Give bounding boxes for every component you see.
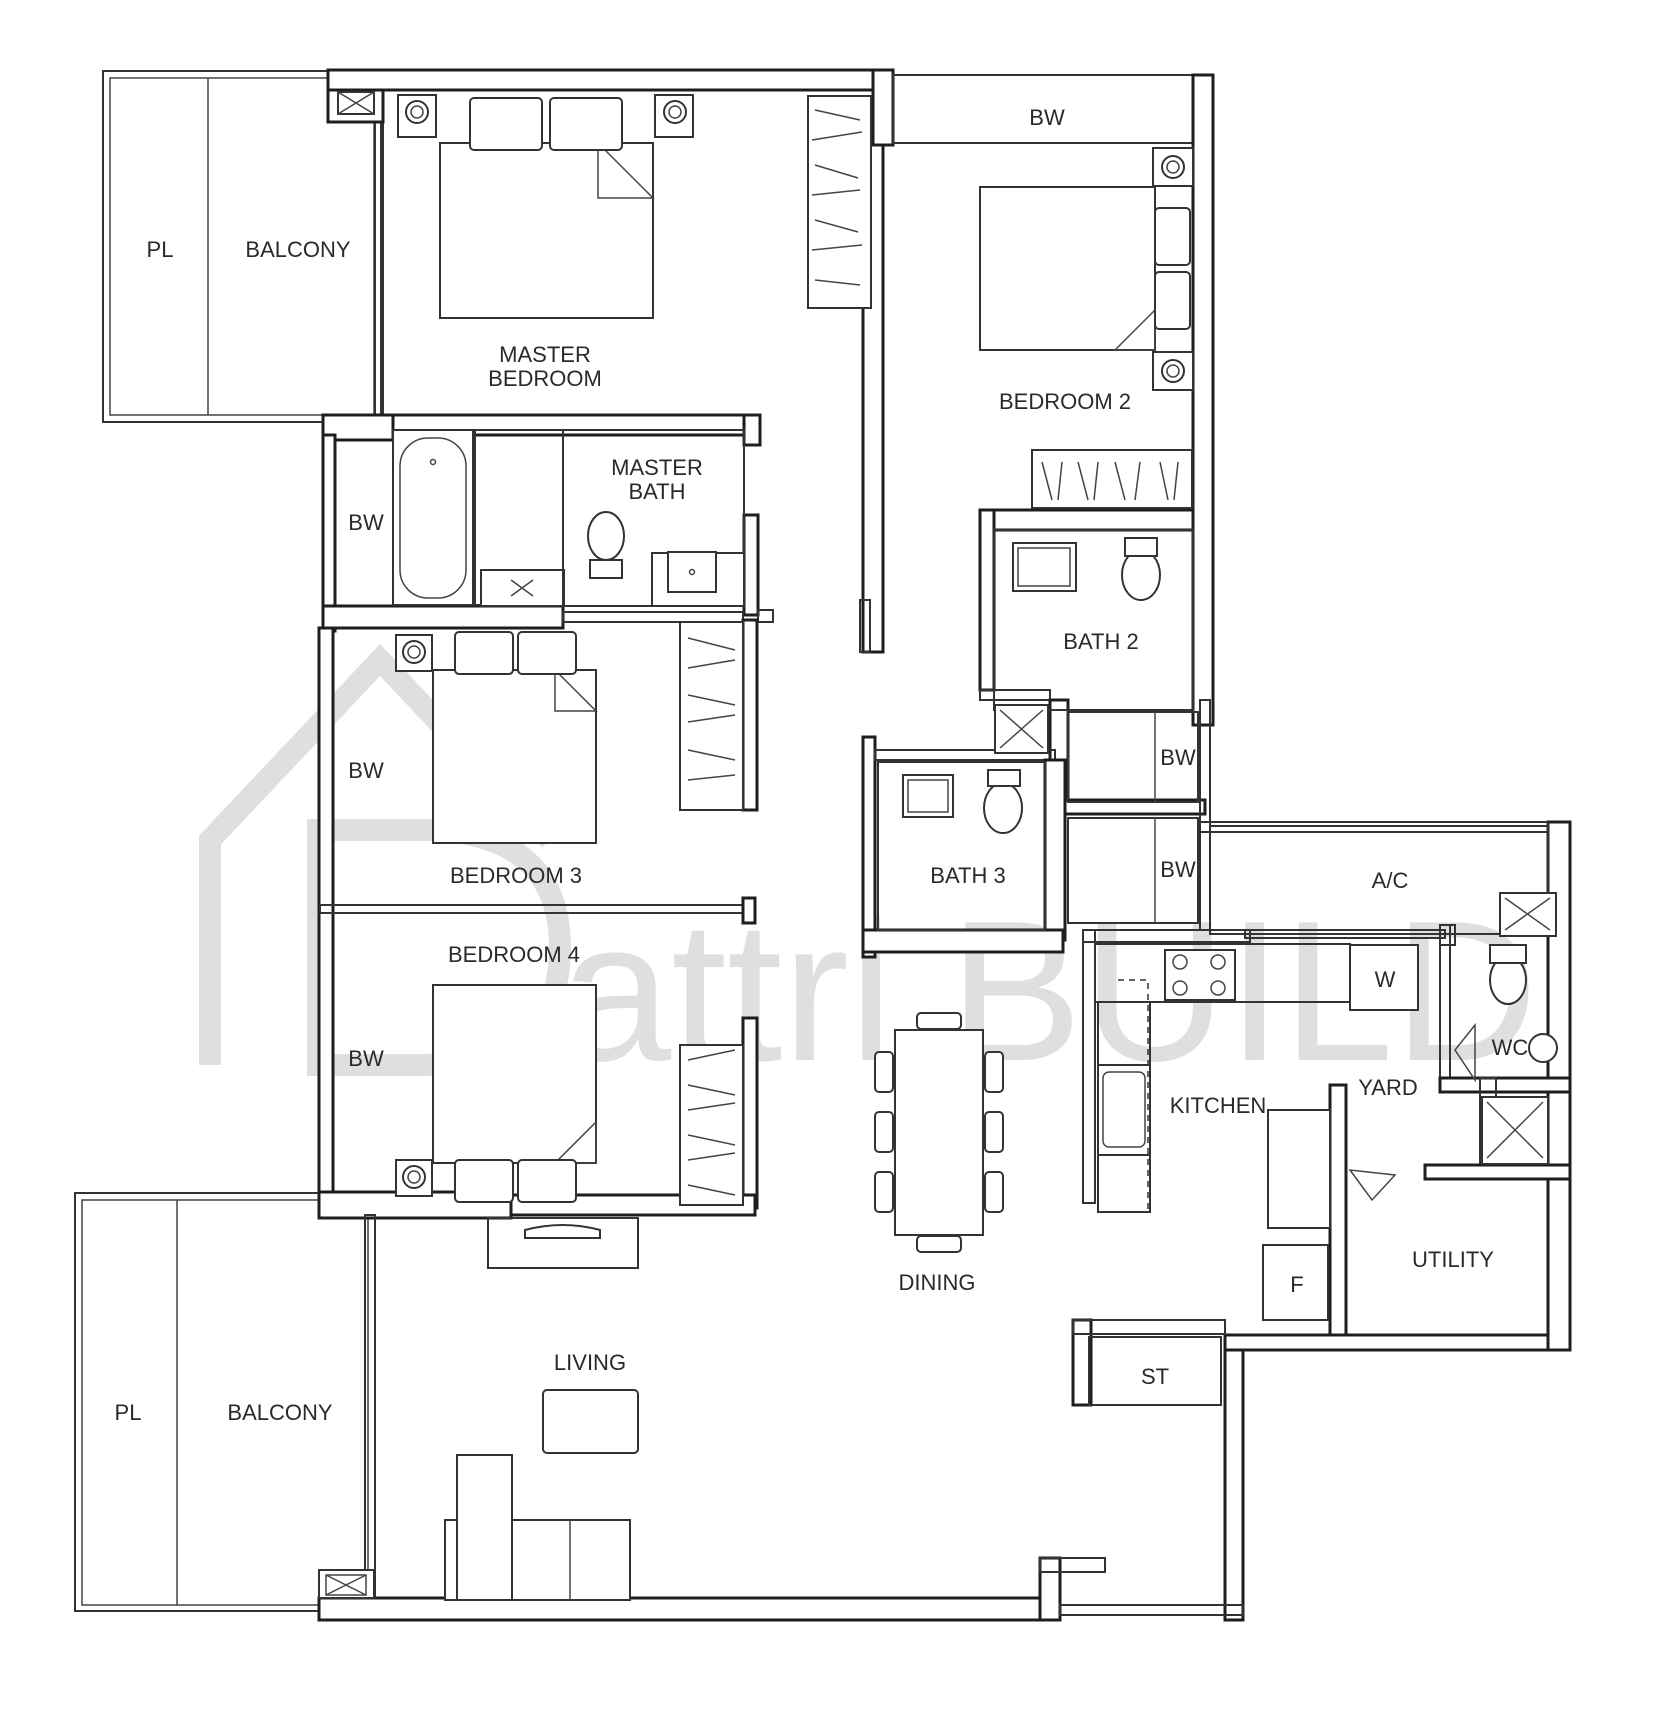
dining-table: [874, 1012, 1004, 1253]
room-labels: PL BALCONY MASTER BEDROOM BW BEDROOM 2 M…: [115, 105, 1529, 1425]
bath3-fixtures: [877, 761, 1046, 931]
label-w: W: [1375, 967, 1396, 992]
kitchen-fixtures: [1094, 943, 1351, 1321]
label-ac: A/C: [1372, 868, 1409, 893]
label-utility: UTILITY: [1412, 1247, 1494, 1272]
label-st: ST: [1141, 1364, 1169, 1389]
label-bedroom3: BEDROOM 3: [450, 863, 582, 888]
label-bedroom4: BEDROOM 4: [448, 942, 580, 967]
label-f: F: [1290, 1272, 1303, 1297]
label-bw-top-right: BW: [1029, 105, 1065, 130]
label-bw-bedroom4: BW: [348, 1046, 384, 1071]
label-bw-bath2-a: BW: [1160, 745, 1196, 770]
bedroom2-furniture: [979, 147, 1194, 509]
label-pl-top: PL: [147, 237, 174, 262]
label-dining: DINING: [899, 1270, 976, 1295]
label-master-bedroom-2: BEDROOM: [488, 366, 602, 391]
label-bath2: BATH 2: [1063, 629, 1138, 654]
bottom-balcony: [74, 1192, 376, 1612]
label-master-bedroom-1: MASTER: [499, 342, 591, 367]
label-bw-bath2-b: BW: [1160, 857, 1196, 882]
living-furniture: [318, 1217, 639, 1601]
master-bath-fixtures: [392, 429, 745, 607]
label-bw-master-bath: BW: [348, 510, 384, 535]
top-balcony: [102, 70, 382, 423]
label-bedroom2: BEDROOM 2: [999, 389, 1131, 414]
bedroom4-furniture: [395, 984, 744, 1206]
ac-yard: [1209, 825, 1558, 1202]
label-bw-bedroom3: BW: [348, 758, 384, 783]
label-master-bath-2: BATH: [628, 479, 685, 504]
label-master-bath-1: MASTER: [611, 455, 703, 480]
walls: [317, 68, 1572, 1622]
bedroom3-furniture: [395, 621, 744, 844]
label-balcony-top: BALCONY: [245, 237, 350, 262]
label-living: LIVING: [554, 1350, 626, 1375]
master-bedroom-furniture: [397, 94, 872, 319]
label-balcony-bottom: BALCONY: [227, 1400, 332, 1425]
label-yard: YARD: [1358, 1075, 1418, 1100]
label-bath3: BATH 3: [930, 863, 1005, 888]
label-wc: WC: [1492, 1035, 1529, 1060]
label-pl-bottom: PL: [115, 1400, 142, 1425]
label-kitchen: KITCHEN: [1170, 1093, 1267, 1118]
bath2-fixtures: [993, 529, 1199, 924]
